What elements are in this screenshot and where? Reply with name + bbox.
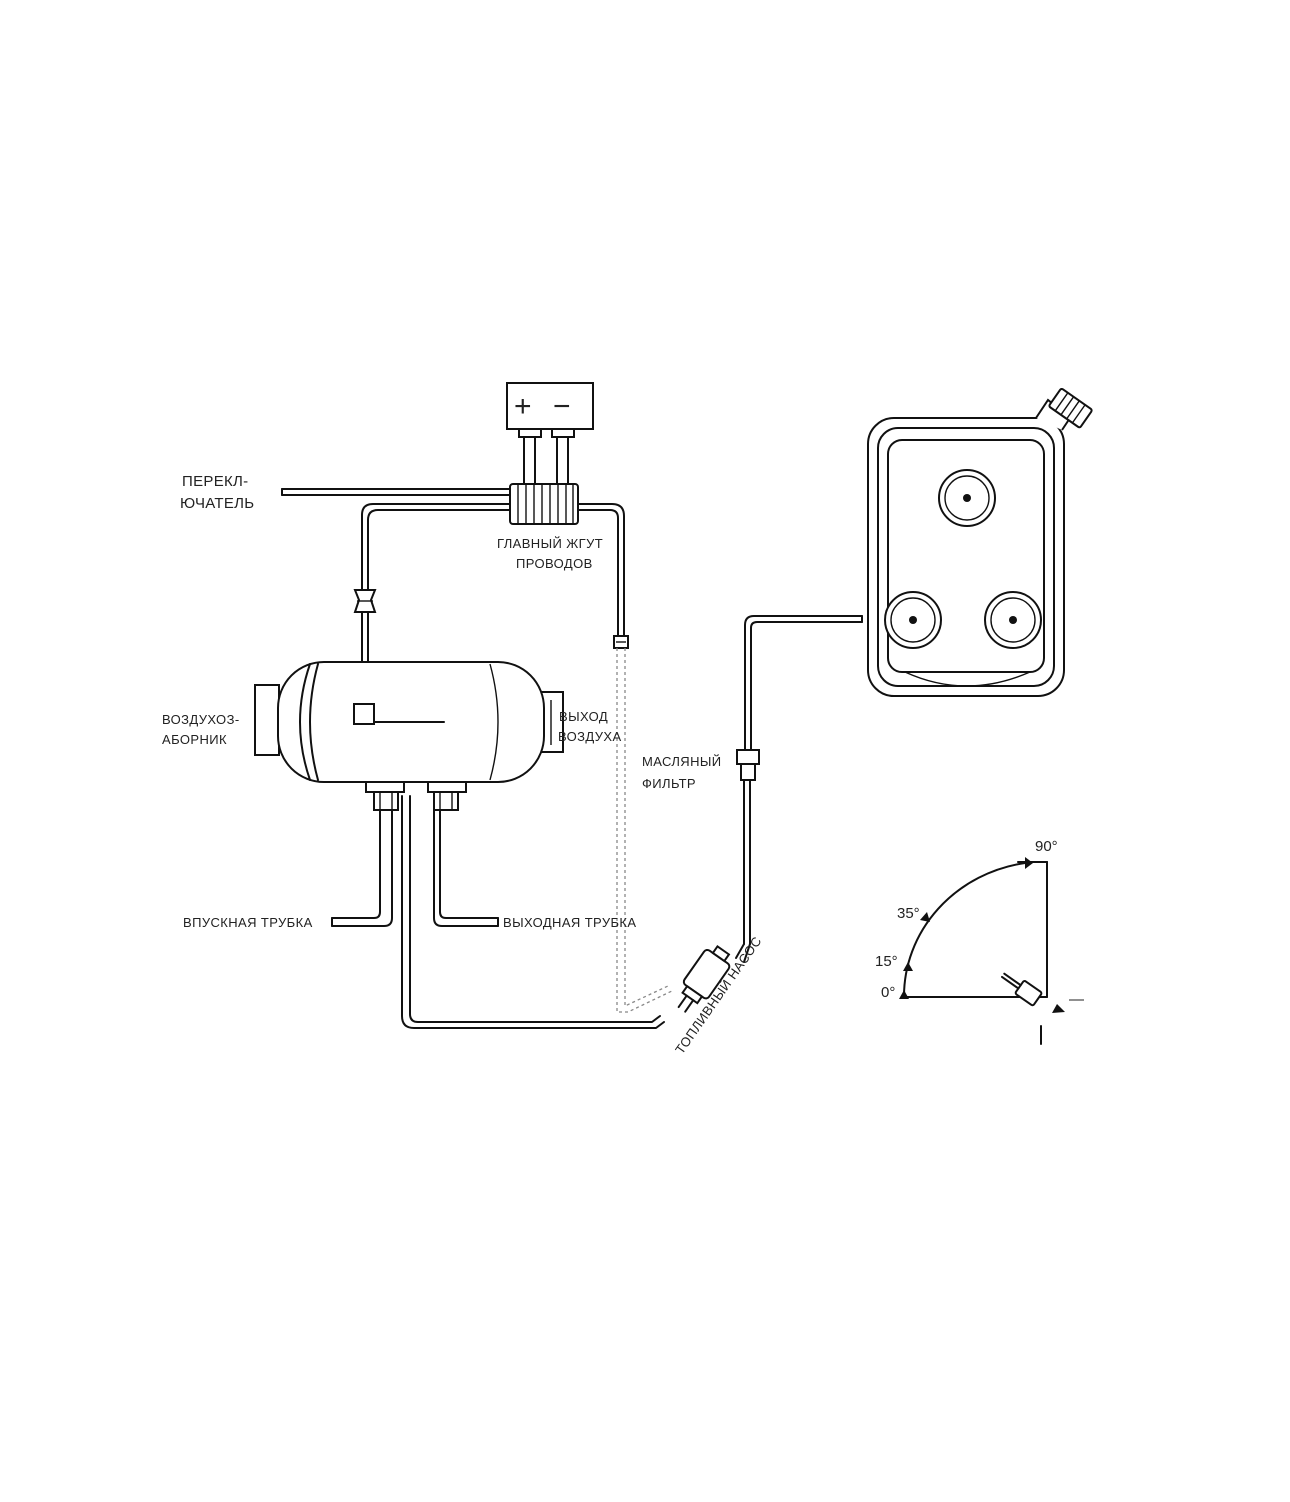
angle-0-label: 0° bbox=[881, 984, 895, 1001]
oil-filter bbox=[736, 749, 760, 945]
air-intake-label-line1: ВОЗДУХОЗ- bbox=[162, 712, 240, 727]
fuel-tank bbox=[867, 387, 1093, 697]
fuel-line-heater bbox=[401, 795, 665, 1029]
air-intake-label-line2: АБОРНИК bbox=[162, 732, 227, 747]
mounting-angle-gauge bbox=[899, 857, 1065, 1045]
fuel-pump bbox=[677, 943, 751, 1013]
angle-i-mark: I bbox=[1037, 1049, 1041, 1065]
switch-label-line2: ЮЧАТЕЛЬ bbox=[180, 495, 254, 512]
fuel-line-tank bbox=[744, 615, 863, 751]
harness-label-line2: ПРОВОДОВ bbox=[516, 556, 593, 571]
oil-filter-label-line2: ФИЛЬТР bbox=[642, 776, 696, 791]
switch-wire bbox=[281, 488, 511, 496]
oil-filter-label-line1: МАСЛЯНЫЙ bbox=[642, 754, 722, 769]
harness-connector-right bbox=[613, 635, 629, 649]
outlet-pipe bbox=[433, 809, 499, 927]
angle-35-label: 35° bbox=[897, 905, 920, 922]
air-outlet-label-line1: ВЫХОД bbox=[559, 709, 608, 724]
air-outlet-label-line2: ВОЗДУХА bbox=[558, 729, 622, 744]
heater-unit bbox=[254, 661, 564, 811]
intake-pipe-label: ВПУСКНАЯ ТРУБКА bbox=[183, 915, 313, 930]
harness-connector-left bbox=[353, 589, 377, 613]
battery-plus: + bbox=[514, 390, 532, 423]
angle-15-label: 15° bbox=[875, 953, 898, 970]
angle-minus-mark: — bbox=[1069, 991, 1084, 1008]
angle-90-label: 90° bbox=[1035, 838, 1058, 855]
intake-pipe bbox=[331, 809, 393, 927]
harness-label-line1: ГЛАВНЫЙ ЖГУТ bbox=[497, 536, 603, 551]
battery: + − bbox=[506, 382, 594, 489]
outlet-pipe-label: ВЫХОДНАЯ ТРУБКА bbox=[503, 915, 636, 930]
battery-minus: − bbox=[553, 390, 571, 423]
harness-coil bbox=[509, 483, 579, 525]
switch-label-line1: ПЕРЕКЛ- bbox=[182, 473, 248, 490]
pump-signal-wire bbox=[616, 648, 675, 1013]
